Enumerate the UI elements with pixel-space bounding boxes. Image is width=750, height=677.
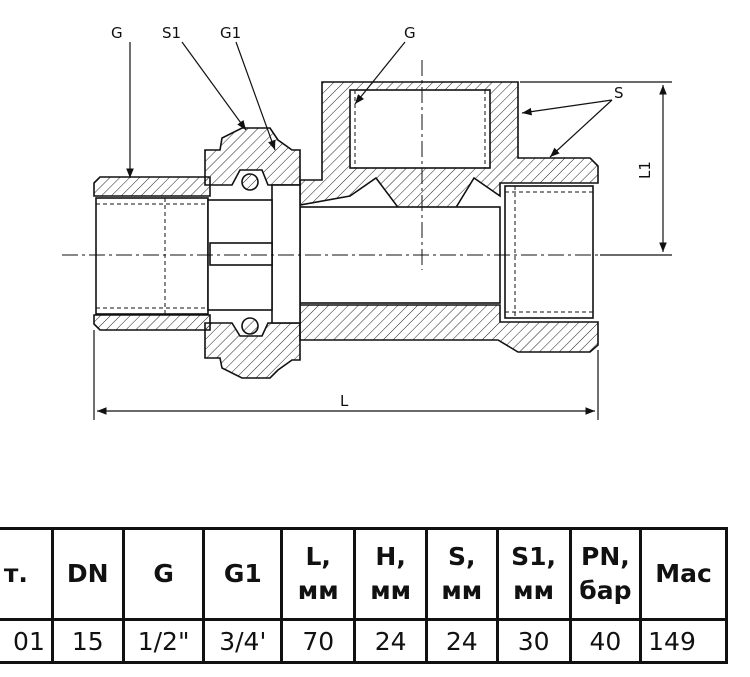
tee-fitting-drawing: G S1 G1 G S L1 L [62,24,672,420]
label-l1: L1 [636,161,654,179]
label-s: S [614,84,624,102]
dimension-l1 [520,81,672,256]
table-row: 01 15 1/2" 3/4' 70 24 24 30 40 149 [0,618,728,664]
center-lines [62,60,625,270]
cell-pn: 40 [568,618,643,664]
header-cell-s1: S1,мм [495,527,572,621]
cell-mass: 149 [639,618,728,664]
label-g1: G1 [220,24,241,42]
thread-lines [96,90,593,318]
header-cell-s: S,мм [424,527,499,621]
header-cell-pn: PN,бар [568,527,643,621]
o-rings [241,173,259,335]
label-g-left: G [111,24,123,42]
label-g-top: G [404,24,416,42]
header-cell-article: т. [0,527,54,621]
header-cell-dn: DN [50,527,125,621]
cell-s1: 30 [495,618,572,664]
cell-g: 1/2" [121,618,206,664]
cell-s: 24 [424,618,499,664]
leader-lines [126,41,613,178]
spec-header-row: т. DN G G1 L,мм H,мм S,мм S1,мм PN,бар M… [0,527,728,621]
header-cell-h: H,мм [353,527,428,621]
header-cell-g1: G1 [202,527,284,621]
spec-table: т. DN G G1 L,мм H,мм S,мм S1,мм PN,бар M… [0,527,728,664]
cell-dn: 15 [50,618,125,664]
cell-l: 70 [280,618,357,664]
label-s1: S1 [162,24,181,42]
pin [209,242,273,266]
cell-g1: 3/4' [202,618,284,664]
label-l: L [340,392,349,410]
dimension-l [93,330,599,420]
header-cell-mass: Mac [639,527,728,621]
header-cell-l: L,мм [280,527,357,621]
cell-h: 24 [353,618,428,664]
header-cell-g: G [121,527,206,621]
cell-article: 01 [0,618,54,664]
